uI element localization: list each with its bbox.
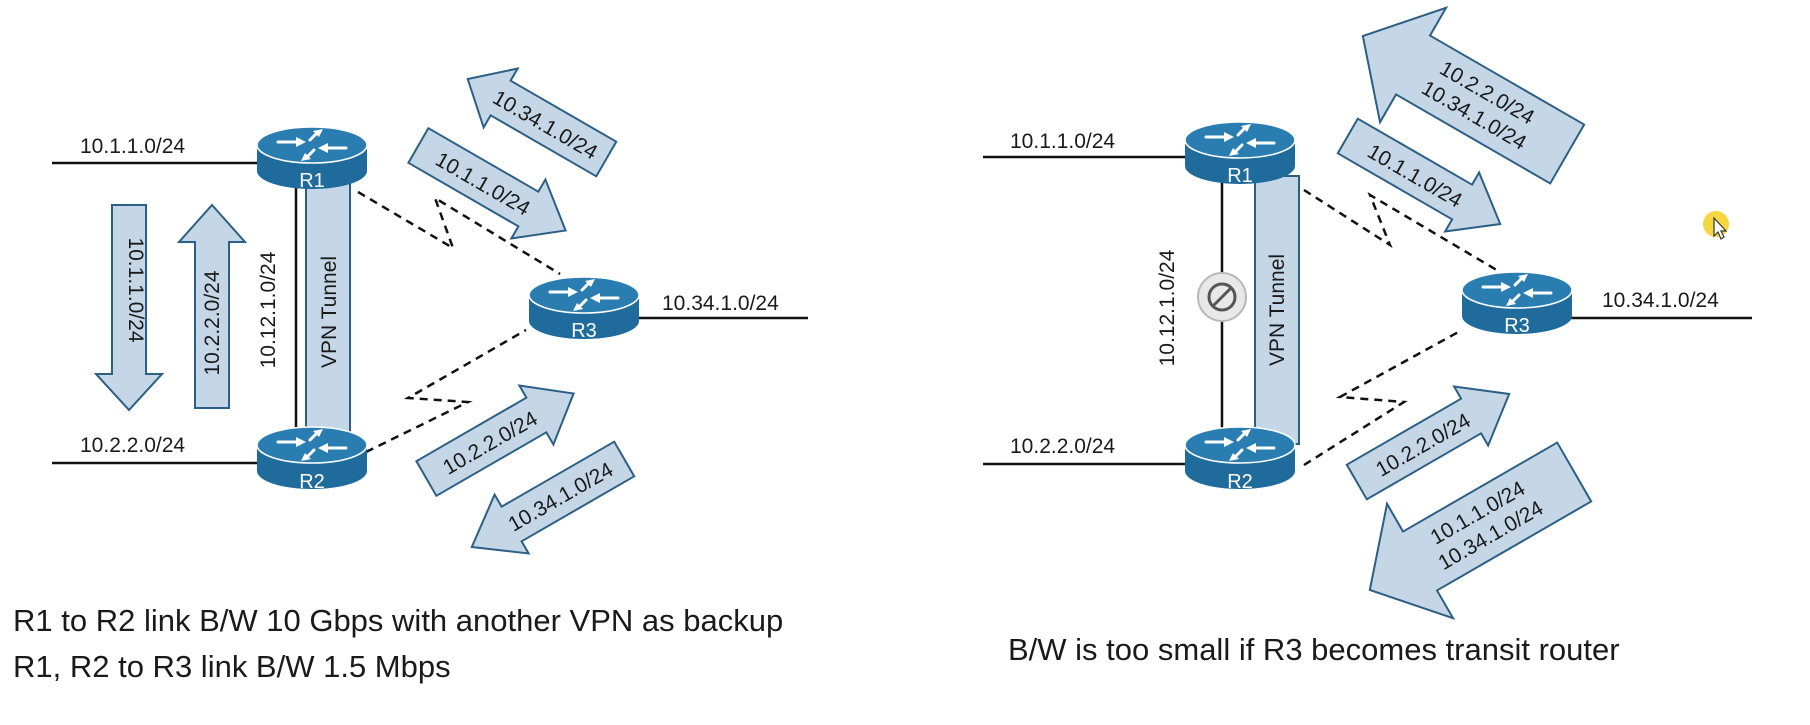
left-net-r1-label: 10.1.1.0/24	[80, 135, 185, 158]
left-arrow-down: 10.1.1.0/24	[93, 204, 165, 412]
right-serial-r2-r3	[1303, 328, 1463, 467]
left-vpn-tunnel	[305, 179, 351, 445]
link-failure-icon	[1197, 272, 1247, 322]
left-router-r3: R3	[527, 275, 641, 342]
right-vpn-label: VPN Tunnel	[1266, 254, 1289, 366]
svg-text:R1: R1	[299, 170, 325, 192]
right-router-r3: R3	[1460, 270, 1574, 337]
svg-text:R2: R2	[299, 471, 325, 493]
left-vpn-label: VPN Tunnel	[318, 256, 341, 368]
left-caption-line-1: R1 to R2 link B/W 10 Gbps with another V…	[13, 603, 784, 638]
svg-text:10.2.2.0/24: 10.2.2.0/24	[201, 270, 224, 375]
left-diagram: 10.1.1.0/24 10.2.2.0/24 10.34.1.0/24 10.…	[52, 67, 808, 555]
right-caption-line: B/W is too small if R3 becomes transit r…	[1008, 632, 1620, 667]
svg-text:10.1.1.0/24: 10.1.1.0/24	[124, 237, 147, 342]
left-serial-r2-r3	[365, 328, 527, 454]
left-router-r1: R1	[255, 125, 369, 192]
right-net-r2-label: 10.2.2.0/24	[1010, 435, 1115, 458]
svg-text:R3: R3	[1504, 315, 1530, 337]
right-net-r3-label: 10.34.1.0/24	[1602, 289, 1719, 312]
svg-text:R1: R1	[1227, 165, 1253, 187]
left-caption: R1 to R2 link B/W 10 Gbps with another V…	[13, 598, 783, 690]
left-arrow-up: 10.2.2.0/24	[176, 203, 248, 409]
left-link-r1-r2-label: 10.12.1.0/24	[257, 251, 280, 368]
right-link-r1-r2-label: 10.12.1.0/24	[1156, 249, 1179, 366]
right-diagram: 10.1.1.0/24 10.2.2.0/24 10.34.1.0/24 10.…	[983, 6, 1752, 620]
left-caption-line-2: R1, R2 to R3 link B/W 1.5 Mbps	[13, 649, 451, 684]
left-net-r3-label: 10.34.1.0/24	[662, 292, 779, 315]
right-caption: B/W is too small if R3 becomes transit r…	[1008, 627, 1620, 673]
right-router-r1: R1	[1183, 120, 1297, 187]
right-router-r2: R2	[1183, 425, 1297, 493]
left-net-r2-label: 10.2.2.0/24	[80, 434, 185, 457]
right-serial-r1-r3	[1303, 188, 1501, 274]
mouse-cursor-icon	[1703, 211, 1729, 240]
left-router-r2: R2	[255, 425, 369, 493]
svg-text:R2: R2	[1227, 471, 1253, 493]
right-net-r1-label: 10.1.1.0/24	[1010, 130, 1115, 153]
svg-text:R3: R3	[571, 320, 597, 342]
